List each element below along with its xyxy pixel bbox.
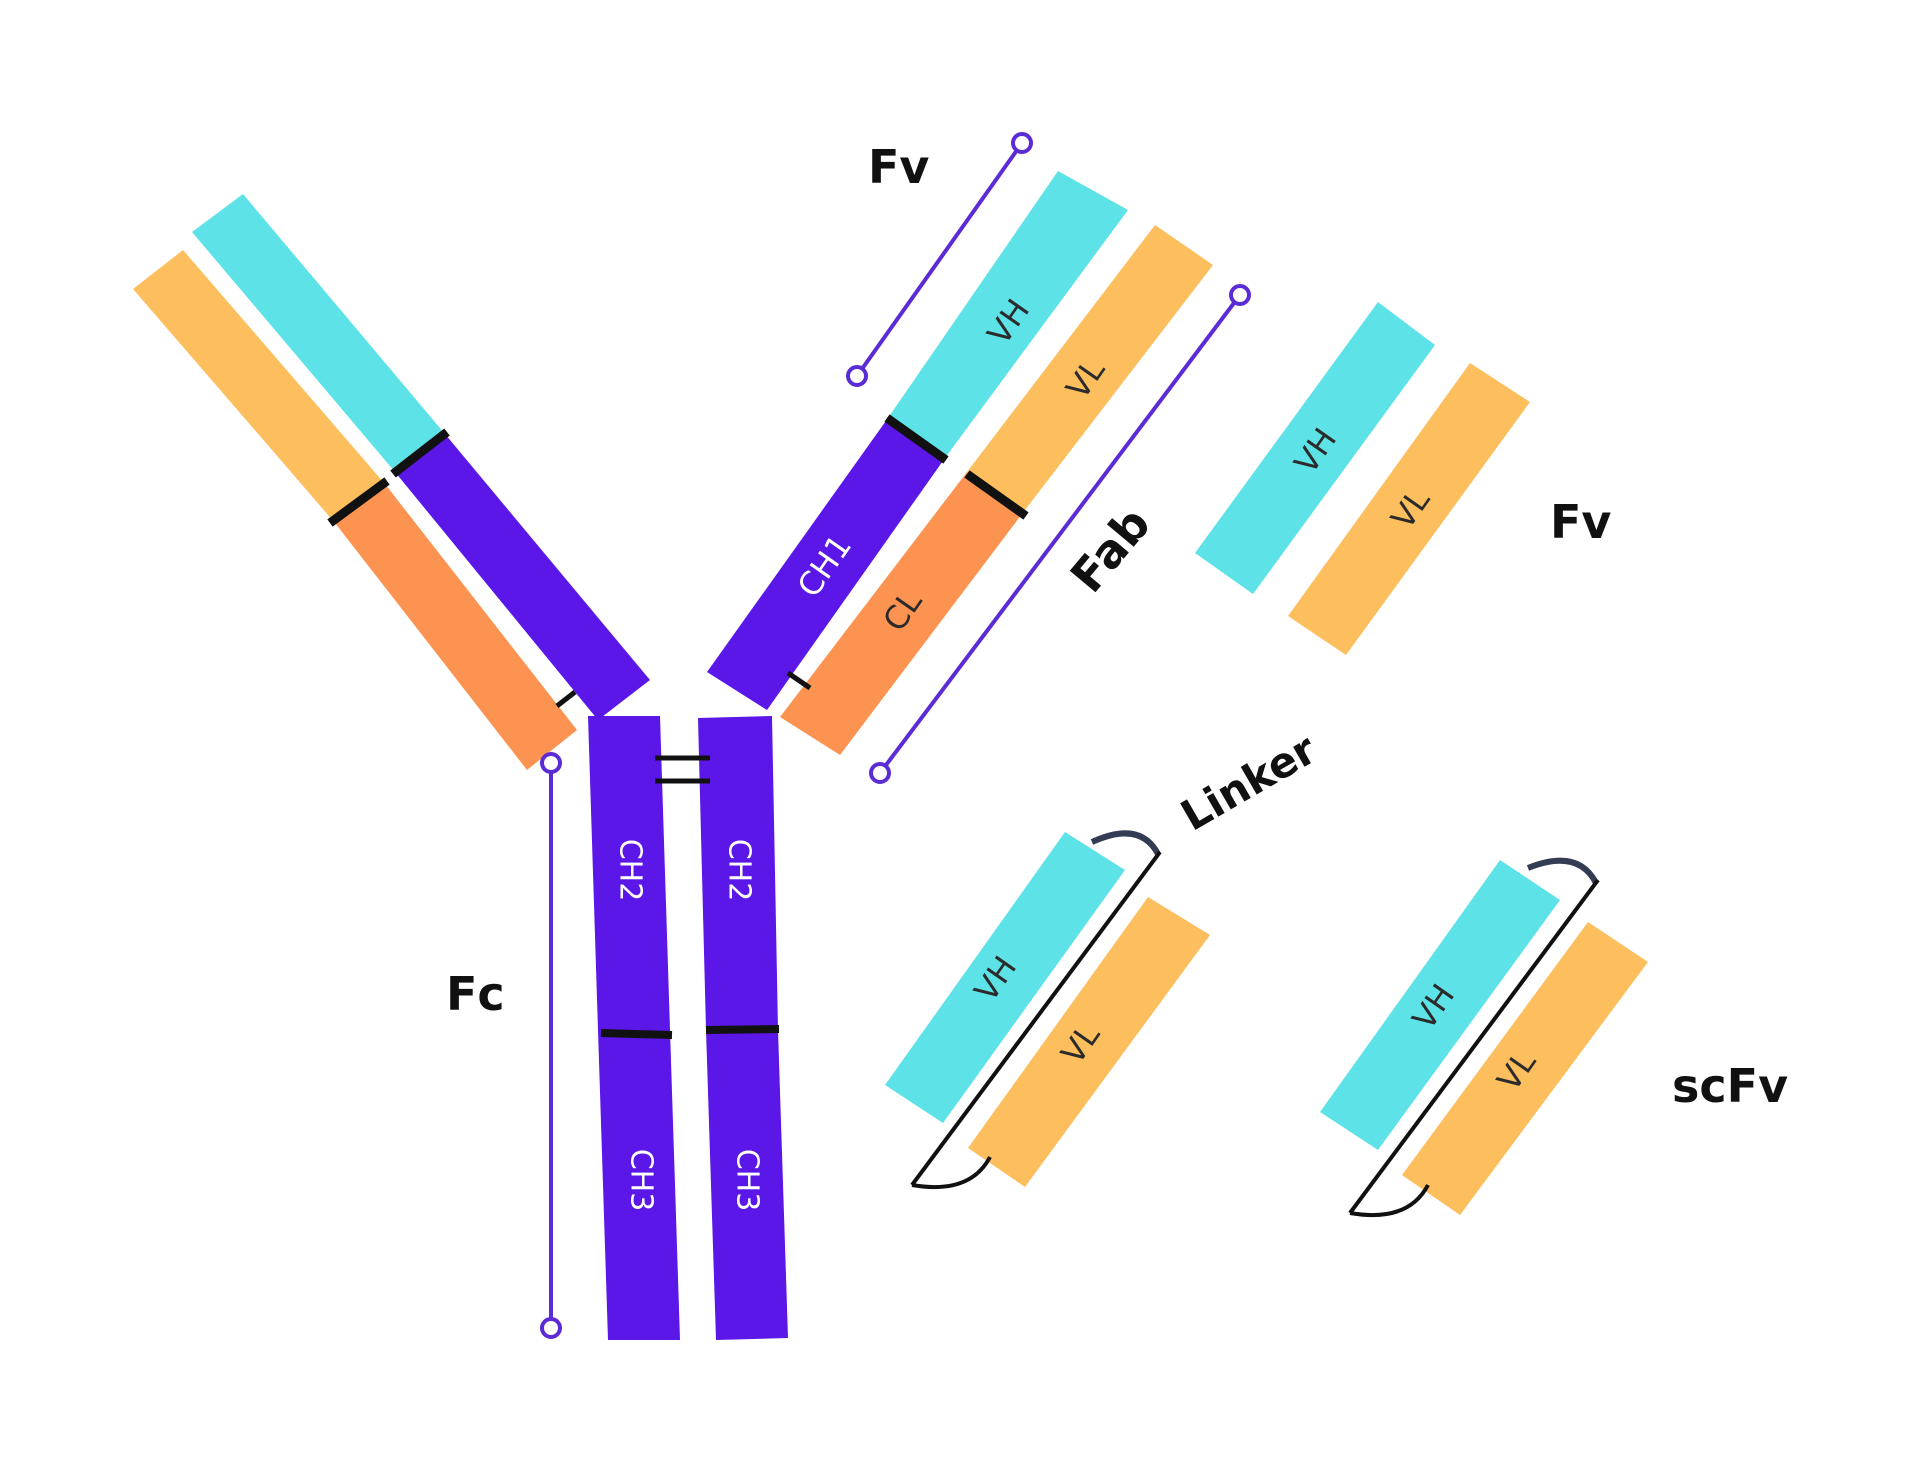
stem-right-ch3-label: CH3 [730, 1149, 765, 1212]
scfv2-vl-domain [1402, 922, 1648, 1215]
scfv-1 [885, 830, 1210, 1190]
left-arm-vl-domain [133, 250, 385, 523]
scfv1-linker-diagonal [910, 850, 1162, 1187]
left-arm-hinge-mark [555, 690, 577, 708]
stem-left-ch3-label: CH3 [624, 1149, 659, 1212]
stem-right-ch2-domain [698, 716, 778, 1030]
right-arm-vl-cl-divider [964, 470, 1029, 520]
fv-bracket [846, 132, 1033, 387]
left-arm [133, 194, 650, 770]
scfv1-linker-top-arc [1090, 830, 1161, 856]
left-arm-vh-domain [192, 194, 445, 472]
stem-left-ch2-label: CH2 [613, 839, 648, 902]
scfv-label: scFv [1672, 1059, 1788, 1113]
stem-left-ch2-ch3-divider [600, 1029, 673, 1039]
right-arm-vh-ch1-divider [884, 414, 949, 464]
left-arm-cl-domain [335, 484, 577, 770]
fv-vh-domain [1195, 302, 1435, 594]
stem-right-ch3-domain [706, 1030, 788, 1340]
left-arm-vl-cl-divider [327, 477, 390, 527]
linker-label: Linker [1173, 724, 1325, 840]
fc-stem [588, 716, 788, 1340]
fv-top-label: Fv [868, 140, 929, 194]
scfv2-linker-top-arc [1526, 857, 1599, 885]
scfv1-vl-domain [968, 897, 1210, 1187]
stem-right-ch2-label: CH2 [722, 839, 757, 902]
brackets [540, 132, 1251, 1339]
right-arm-hinge-mark [786, 670, 812, 691]
fc-label: Fc [446, 967, 505, 1021]
scfv1-vh-domain [885, 832, 1125, 1123]
right-arm-ch1-domain [707, 418, 945, 710]
scfv2-vh-domain [1320, 860, 1560, 1150]
scfv1-linker-bottom-arc [911, 1156, 992, 1190]
scfv-2 [1320, 857, 1648, 1218]
right-arm [707, 171, 1213, 755]
right-arm-vh-domain [888, 171, 1128, 458]
fab-bracket [869, 284, 1251, 784]
left-arm-ch1-domain [395, 434, 650, 720]
right-arm-cl-domain [780, 472, 1025, 755]
fv-vl-domain [1288, 363, 1530, 655]
right-arm-vl-domain [967, 225, 1213, 510]
stem-right-ch2-ch3-divider [705, 1025, 780, 1034]
fv-right-label: Fv [1550, 495, 1611, 549]
scfv2-linker-diagonal [1348, 878, 1600, 1215]
fc-bracket [540, 752, 562, 1339]
stem-left-ch3-domain [598, 1030, 680, 1340]
left-arm-vh-ch1-divider [390, 428, 450, 478]
standalone-fv [1195, 302, 1530, 655]
stem-left-ch2-domain [588, 716, 670, 1030]
scfv2-linker-bottom-arc [1349, 1184, 1430, 1218]
